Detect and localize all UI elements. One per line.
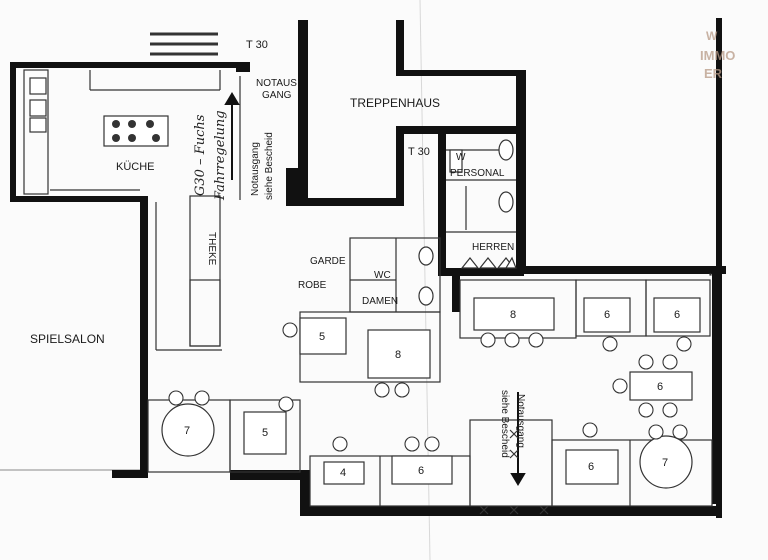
- seats-4: 4: [340, 467, 346, 479]
- seats-7a: 7: [184, 425, 190, 437]
- label-notausgang-side-2: siehe Bescheid: [264, 132, 275, 200]
- seats-5a: 5: [319, 331, 325, 343]
- table-seat-numbers: 5 8 8 6 6 6 7 5 4 6 6 7: [184, 309, 680, 479]
- label-notausgang-bottom-1: Notausgang: [515, 394, 526, 448]
- table-6a: [583, 297, 631, 333]
- table-4: [323, 461, 365, 485]
- restaurant-tables: [161, 297, 701, 489]
- chairs: [168, 322, 692, 452]
- room-label-damen: DAMEN: [362, 296, 398, 307]
- table-8b: [473, 297, 555, 331]
- handwritten-note-1: G30 – Fuchs: [193, 114, 208, 196]
- watermark-line-1: IMMO: [700, 48, 735, 63]
- table-7b: [639, 435, 693, 489]
- emergency-exit-arrows: [224, 92, 526, 486]
- label-wc: WC: [374, 270, 391, 281]
- seats-8b: 8: [510, 309, 516, 321]
- seats-6a: 6: [604, 309, 610, 321]
- table-5b: [243, 411, 287, 455]
- table-6b: [653, 297, 701, 333]
- outer-walls: [10, 18, 726, 518]
- seats-8a: 8: [395, 349, 401, 361]
- label-t30-mid: T 30: [408, 146, 430, 158]
- room-label-theke: THEKE: [206, 232, 217, 266]
- seats-6b: 6: [674, 309, 680, 321]
- seats-5b: 5: [262, 427, 268, 439]
- stair-symbol: [150, 32, 218, 56]
- seats-7b: 7: [662, 457, 668, 469]
- room-label-spielsalon: SPIELSALON: [30, 332, 105, 346]
- seats-6c: 6: [657, 381, 663, 393]
- table-5a: [299, 317, 347, 355]
- table-8a: [367, 329, 431, 379]
- annotation-labels: T 30 T 30 NOTAUS GANG Notausgang siehe B…: [193, 39, 526, 458]
- room-label-treppenhaus: TREPPENHAUS: [350, 96, 440, 110]
- label-notausgang-bottom-2: siehe Bescheid: [499, 390, 510, 458]
- sanitary-fixtures: [418, 139, 517, 306]
- table-6c: [629, 371, 693, 401]
- room-label-robe: ROBE: [298, 280, 327, 291]
- room-label-garde: GARDE: [310, 256, 346, 267]
- room-label-personal: PERSONAL: [450, 168, 505, 179]
- label-t30-top: T 30: [246, 39, 268, 51]
- label-notausgang-top-1: NOTAUS: [256, 78, 297, 89]
- watermark-line-2: ER: [704, 66, 723, 81]
- room-label-kueche: KÜCHE: [116, 161, 155, 173]
- svg-text:W: W: [706, 29, 718, 43]
- kitchen-equipment: [29, 77, 169, 147]
- label-notausgang-side-1: Notausgang: [250, 142, 261, 196]
- table-6e: [565, 449, 619, 485]
- label-notausgang-top-2: GANG: [262, 90, 292, 101]
- room-labels: KÜCHE TREPPENHAUS SPIELSALON PERSONAL HE…: [30, 96, 514, 346]
- label-w-personal: W: [456, 152, 466, 163]
- seats-6e: 6: [588, 461, 594, 473]
- handwritten-note-2: Fahrregelung: [213, 110, 228, 201]
- room-label-herren: HERREN: [472, 242, 514, 253]
- escape-route-marks: [479, 429, 549, 515]
- table-7a: [161, 403, 215, 457]
- partition-lines: [23, 69, 713, 507]
- seats-6d: 6: [418, 465, 424, 477]
- immo-watermark-logo: W IMMO ER: [700, 29, 735, 81]
- table-6d: [391, 455, 453, 485]
